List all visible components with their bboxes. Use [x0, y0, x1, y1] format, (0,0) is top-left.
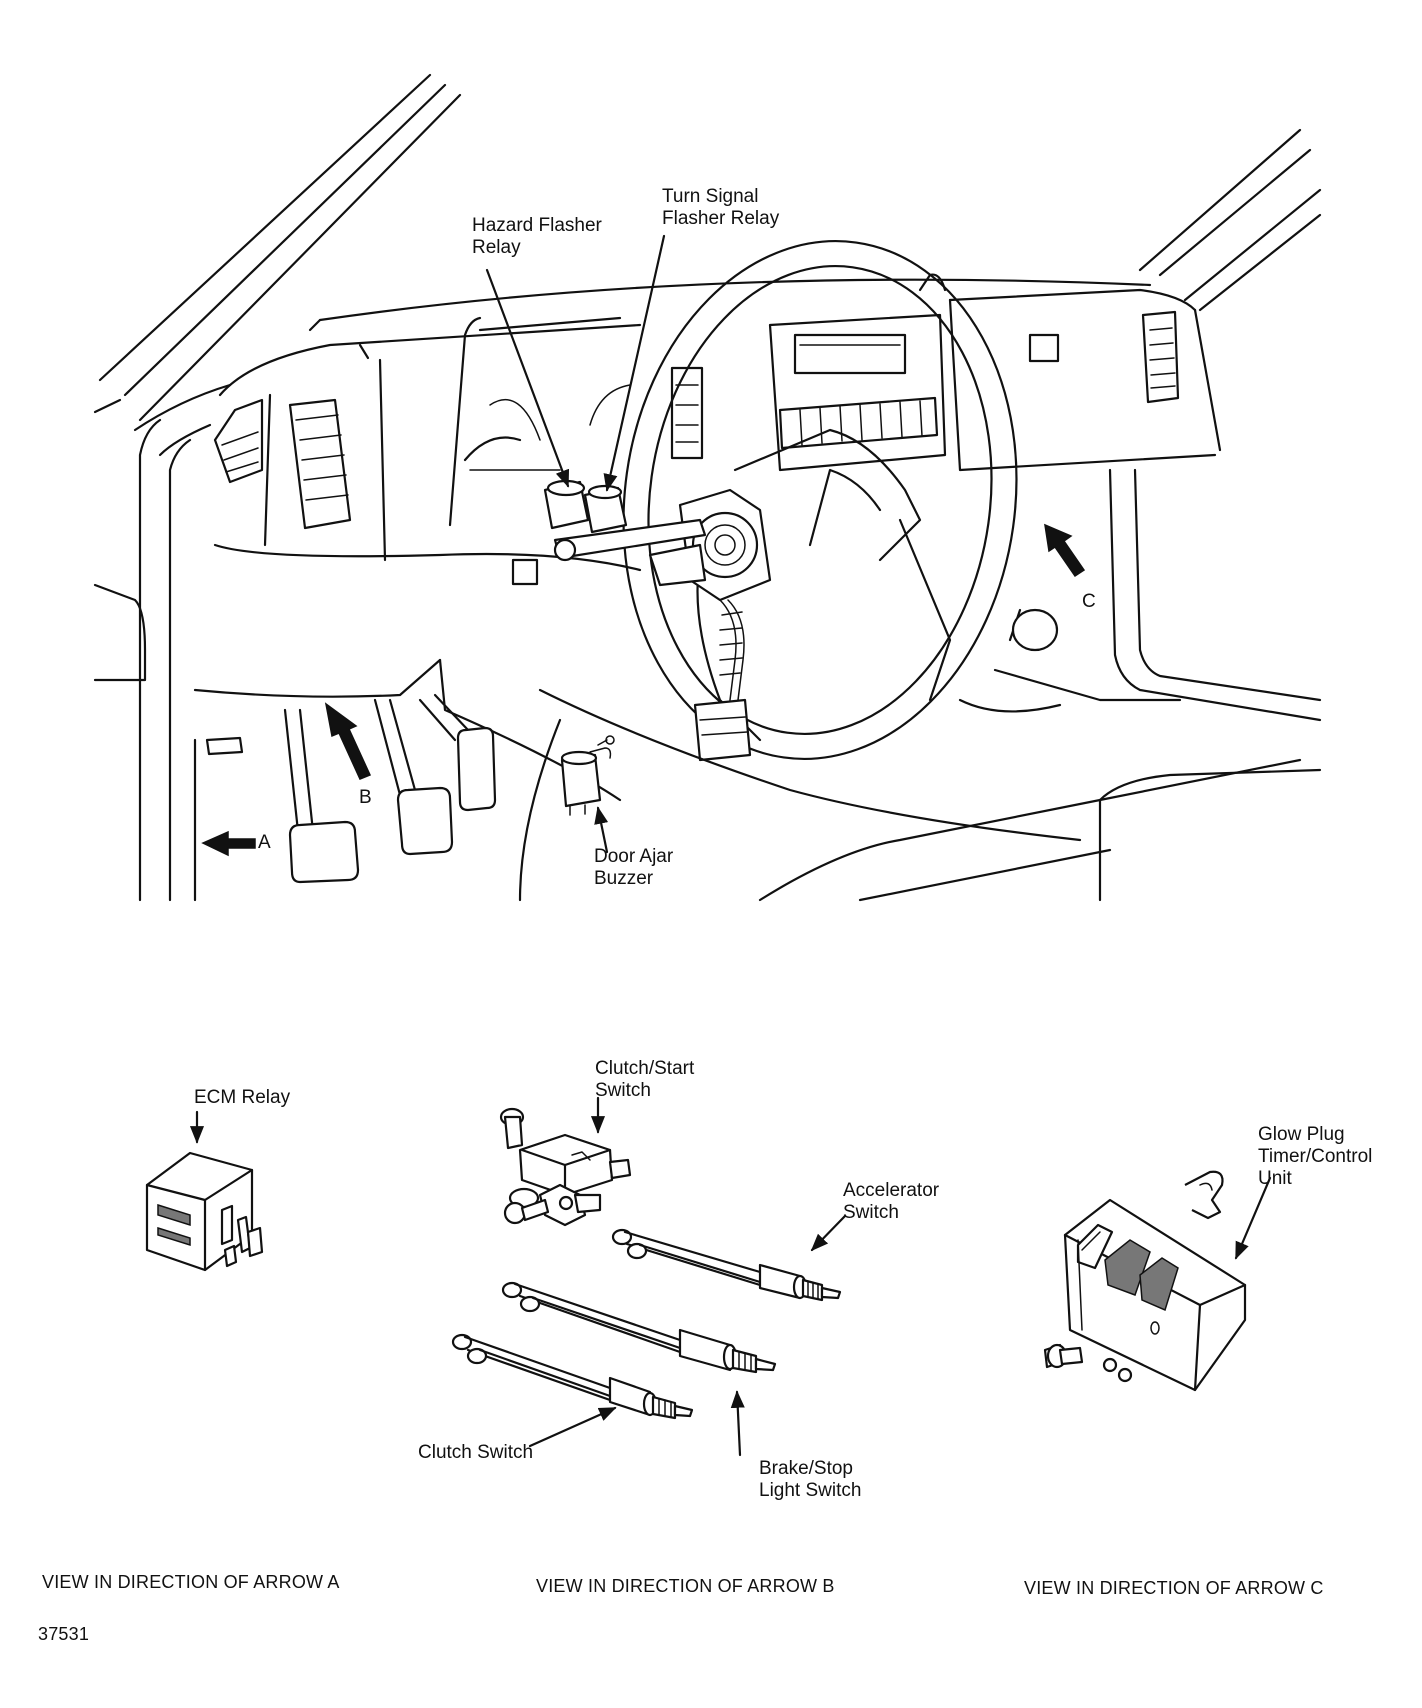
accelerator-switch — [611, 1214, 847, 1302]
glow-plug-timer-control-unit — [1043, 1170, 1272, 1392]
clutch-switch — [451, 1333, 694, 1448]
arrow-letter-a: A — [258, 832, 271, 853]
label-clutch-start-switch: Clutch/Start Switch — [595, 1058, 695, 1101]
hazard-flasher-relay — [543, 479, 590, 530]
view-arrow-a — [201, 830, 256, 857]
label-accelerator-switch: Accelerator Switch — [843, 1180, 940, 1223]
label-ecm-relay: ECM Relay — [194, 1087, 291, 1108]
brake-stop-light-switch — [501, 1281, 777, 1457]
caption-view-arrow-c: VIEW IN DIRECTION OF ARROW C — [1024, 1578, 1324, 1598]
view-arrow-c — [1044, 523, 1086, 578]
figure-number: 37531 — [38, 1624, 90, 1644]
caption-view-arrow-b: VIEW IN DIRECTION OF ARROW B — [536, 1576, 835, 1596]
pedals — [283, 693, 497, 884]
arrow-letter-c: C — [1082, 591, 1096, 612]
label-door-ajar-buzzer: Door Ajar Buzzer — [594, 846, 674, 889]
clutch-start-switch — [499, 1096, 632, 1227]
leader-lines-top — [485, 234, 666, 854]
label-clutch-switch: Clutch Switch — [418, 1442, 534, 1463]
label-glow-plug-timer-control-unit: Glow Plug Timer/Control Unit — [1258, 1124, 1373, 1189]
door-ajar-buzzer — [560, 735, 615, 816]
turn-signal-flasher-relay — [583, 484, 628, 534]
ecm-relay-illustration — [145, 1110, 264, 1272]
dashboard-illustration — [93, 73, 1322, 902]
caption-view-arrow-a: VIEW IN DIRECTION OF ARROW A — [42, 1572, 340, 1592]
arrow-letter-b: B — [359, 787, 372, 808]
label-hazard-flasher-relay: Hazard Flasher Relay — [472, 215, 602, 258]
label-brake-stop-light-switch: Brake/Stop Light Switch — [759, 1458, 862, 1501]
label-turn-signal-flasher-relay: Turn Signal Flasher Relay — [662, 186, 780, 229]
steering-column-switch — [553, 488, 772, 762]
view-arrow-b — [324, 702, 372, 780]
